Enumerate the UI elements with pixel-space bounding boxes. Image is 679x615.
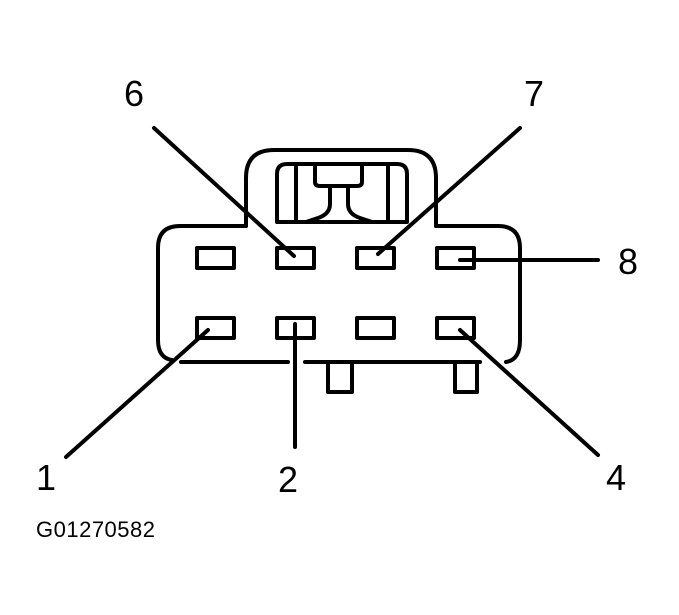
pin-cavity-6: [275, 246, 316, 270]
pin-label-1: 1: [36, 457, 57, 498]
pin-label-2: 2: [278, 459, 299, 500]
pin-cavity-1: [195, 316, 236, 340]
leader-line-7: [376, 126, 522, 256]
connector-body: [156, 224, 248, 362]
pin-label-6: 6: [124, 73, 145, 114]
leader-line-6: [152, 126, 296, 258]
connector-latch-housing: [244, 148, 438, 228]
leader-line-1: [64, 328, 210, 459]
pin-label-7: 7: [524, 73, 545, 114]
pin-cavity-4: [435, 316, 476, 340]
pin-cavity-5: [195, 246, 236, 270]
connector-tab-right: [453, 360, 479, 394]
pin-cavity-3: [355, 316, 396, 340]
pin-label-8: 8: [618, 241, 639, 282]
pin-cavity-7: [355, 246, 396, 270]
latch-icon: [275, 162, 409, 224]
pin-label-4: 4: [606, 457, 627, 498]
connector-tab-left: [326, 360, 354, 394]
figure-id-caption: G01270582: [36, 517, 156, 542]
leader-line-4: [458, 328, 600, 457]
